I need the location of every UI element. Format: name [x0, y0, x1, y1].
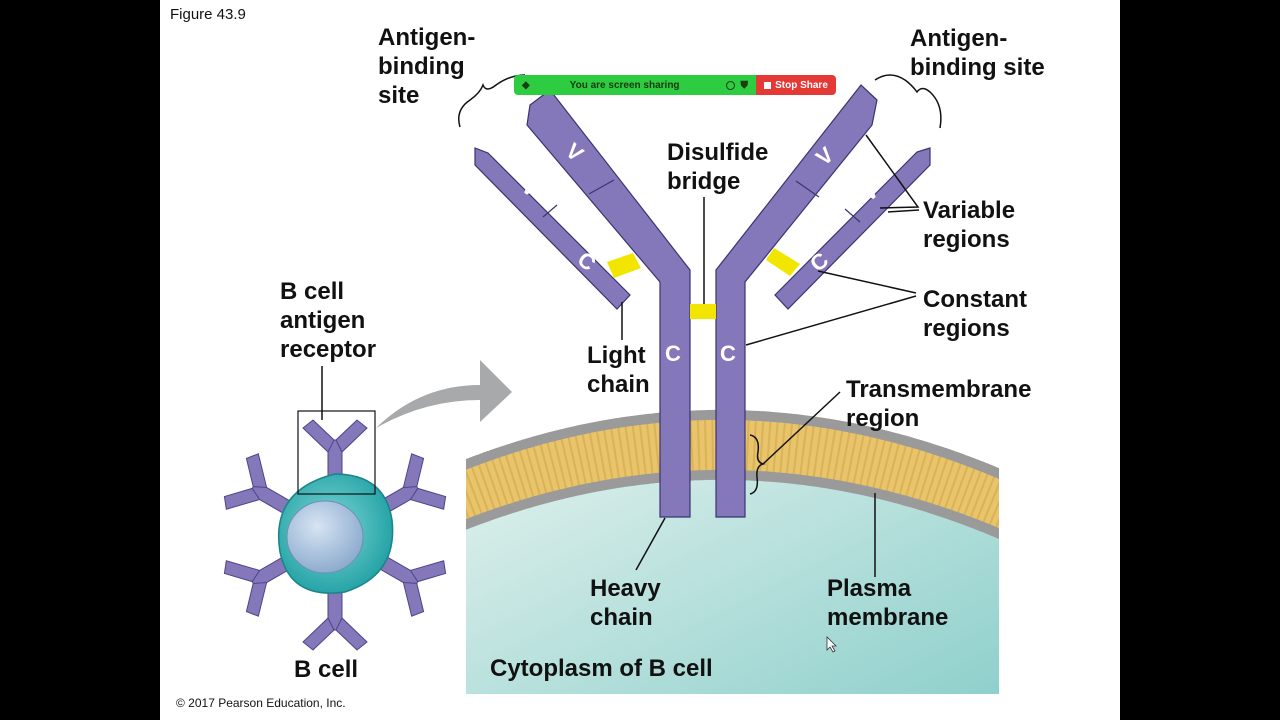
stop-share-button[interactable]: Stop Share [756, 75, 836, 95]
receptor-top [302, 419, 368, 491]
light-chain-right [774, 147, 931, 310]
stop-icon [764, 81, 772, 89]
label-transmembrane-region: Transmembrane region [846, 376, 1032, 432]
label-antigen-binding-site-left: Antigen- binding site [378, 24, 476, 109]
annotation-lines [321, 74, 942, 577]
domain-dividers [542, 179, 861, 223]
b-cell-illustration [223, 360, 512, 651]
copyright-text: © 2017 Pearson Education, Inc. [176, 696, 346, 710]
receptor-zoom-box [297, 410, 376, 495]
label-antigen-binding-site-right: Antigen- binding site [910, 25, 1045, 81]
stop-share-label: Stop Share [775, 79, 828, 91]
b-cell-nucleus [286, 500, 364, 574]
screen-share-status: ◆ You are screen sharing ⛊ [514, 75, 756, 95]
label-disulfide-bridge: Disulfide bridge [667, 139, 769, 195]
info-icon[interactable] [725, 80, 735, 90]
disulfide-bridge-right [766, 248, 800, 276]
label-b-cell-antigen-receptor: B cell antigen receptor [280, 278, 377, 363]
label-constant-regions: Constant regions [923, 286, 1027, 342]
figure-label: Figure 43.9 [170, 6, 246, 23]
mouse-cursor-icon [826, 636, 837, 653]
screen-share-bar: ◆ You are screen sharing ⛊ Stop Share [514, 75, 836, 95]
label-variable-regions: Variable regions [923, 197, 1016, 253]
zoom-arrow [376, 360, 512, 428]
label-cytoplasm: Cytoplasm of B cell [490, 655, 713, 682]
domain-c-heavy-left: C [665, 341, 681, 366]
label-heavy-chain: Heavy chain [590, 575, 661, 631]
domain-c-heavy-right: C [720, 341, 736, 366]
light-chain-left [474, 147, 631, 310]
disulfide-bridge-center [690, 304, 716, 319]
shield-icon: ◆ [522, 79, 530, 91]
antibody-molecule [474, 84, 931, 518]
label-b-cell: B cell [294, 656, 359, 683]
security-shield-icon[interactable]: ⛊ [740, 79, 749, 91]
label-plasma-membrane: Plasma membrane [827, 575, 949, 631]
label-light-chain: Light chain [587, 342, 650, 398]
heavy-chain-left [526, 89, 691, 518]
heavy-chain-right [715, 84, 878, 518]
screen-share-message: You are screen sharing [569, 79, 680, 91]
disulfide-bridge-left [607, 253, 641, 278]
